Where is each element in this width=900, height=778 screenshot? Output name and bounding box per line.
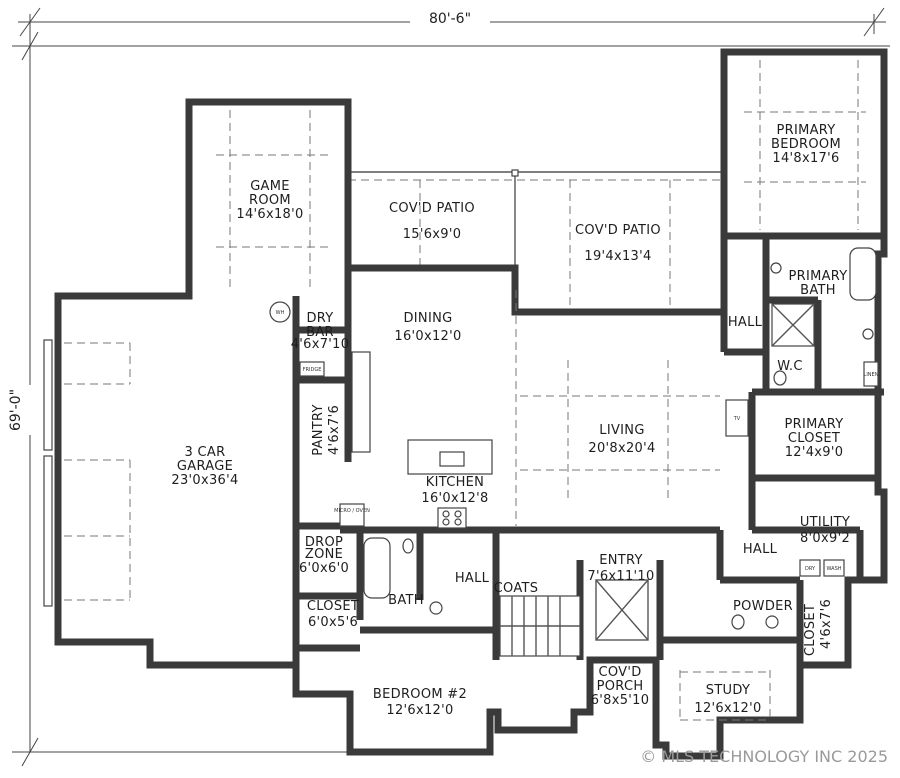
covd-porch-name-2: PORCH <box>597 679 644 694</box>
primary-bedroom-size: 14'8x17'6 <box>772 151 839 166</box>
overall-depth-dimension: 69'-0" <box>8 389 24 431</box>
utility-name: UTILITY <box>800 515 850 530</box>
covd-patio-2-size: 19'4x13'4 <box>584 249 651 264</box>
covd-patio-1-size: 15'6x9'0 <box>403 227 462 242</box>
drop-zone-name-1: DROP <box>305 535 343 550</box>
garage-name-1: 3 CAR <box>185 445 226 460</box>
game-room-size: 14'6x18'0 <box>236 207 303 222</box>
covd-patio-1-name: COV'D PATIO <box>389 201 475 216</box>
linen-closet <box>863 361 879 387</box>
range <box>437 507 467 529</box>
kitchen-name: KITCHEN <box>426 475 484 490</box>
hall-bath: HALL <box>455 571 490 586</box>
powder-name: POWDER <box>733 599 793 614</box>
primary-bath-name-1: PRIMARY <box>788 269 847 284</box>
closet-2-size: 4'6x7'6 <box>819 599 834 649</box>
covd-porch-name-1: COV'D <box>598 665 641 680</box>
hall-primary: HALL <box>728 315 763 330</box>
bar-counter <box>351 351 371 453</box>
dry-bar-name-2: BAR <box>306 325 334 340</box>
study-size: 12'6x12'0 <box>694 701 761 716</box>
kitchen-size: 16'0x12'8 <box>421 491 488 506</box>
drop-zone-size: 6'0x6'0 <box>299 561 349 576</box>
drop-zone-name-2: ZONE <box>305 547 343 562</box>
primary-bedroom-name-2: BEDROOM <box>771 137 841 152</box>
water-heater-label: WH <box>276 310 285 316</box>
game-room-name-2: ROOM <box>249 193 291 208</box>
bedroom2-size: 12'6x12'0 <box>386 703 453 718</box>
closet-2-name: CLOSET <box>803 604 818 656</box>
primary-bath-name-2: BATH <box>800 283 836 298</box>
wc: W.C <box>777 359 802 374</box>
toilet-bath <box>402 538 414 554</box>
closet-1-name: CLOSET <box>307 599 359 614</box>
hall-utility: HALL <box>743 542 778 557</box>
watermark: © MLS TECHNOLOGY INC 2025 <box>640 747 888 766</box>
kitchen-sink <box>439 451 465 467</box>
garage-name-2: GARAGE <box>177 459 233 474</box>
study-name: STUDY <box>706 683 750 698</box>
primary-closet-name-1: PRIMARY <box>784 417 843 432</box>
living-size: 20'8x20'4 <box>588 441 655 456</box>
dining-size: 16'0x12'0 <box>394 329 461 344</box>
dry-bar-size: 4'6x7'10 <box>291 337 350 352</box>
primary-closet-size: 12'4x9'0 <box>785 445 844 460</box>
freestanding-tub <box>849 247 877 301</box>
bath-sink <box>429 601 443 615</box>
pantry-size: 4'6x7'6 <box>327 405 342 455</box>
entry-size: 7'6x11'10 <box>587 569 654 584</box>
game-room-name-1: GAME <box>250 179 290 194</box>
linen-label: LINEN <box>864 372 879 378</box>
toilet-powder <box>731 614 745 630</box>
toilet-wc <box>773 370 787 386</box>
entry-name: ENTRY <box>599 553 643 568</box>
utility-size: 8'0x9'2 <box>800 531 850 546</box>
powder-sink <box>765 615 779 629</box>
tv-label: TV <box>733 416 741 422</box>
closet-1-size: 6'0x5'6 <box>308 615 358 630</box>
fridge-label: FRIDGE <box>303 367 322 373</box>
micro-oven-label: MICRO / OVEN <box>334 508 370 514</box>
primary-closet-name-2: CLOSET <box>788 431 840 446</box>
bathtub <box>363 537 391 599</box>
fixtures: MICRO / OVEN FRIDGE WH LINEN DRY WASH TV <box>43 247 879 657</box>
fireplace <box>725 399 749 437</box>
primary-bedroom-name-1: PRIMARY <box>776 123 835 138</box>
covd-porch-size: 6'8x5'10 <box>591 693 650 708</box>
living-name: LIVING <box>599 423 644 438</box>
dryer <box>799 559 821 577</box>
coats: COATS <box>494 581 539 596</box>
stairs <box>499 595 581 657</box>
bedroom2-name: BEDROOM #2 <box>373 687 467 702</box>
bath-name: BATH <box>388 593 424 608</box>
dryer-label: DRY <box>805 566 816 572</box>
primary-bath-sink-2 <box>862 328 874 340</box>
water-heater <box>269 301 291 323</box>
ceiling-dashes <box>64 60 866 721</box>
washer-label: WASH <box>826 566 841 572</box>
fridge <box>299 361 325 377</box>
covd-patio-2-name: COV'D PATIO <box>575 223 661 238</box>
garage-door-2 <box>43 455 53 607</box>
garage-size: 23'0x36'4 <box>171 473 238 488</box>
washer <box>823 559 845 577</box>
dining-name: DINING <box>403 311 452 326</box>
primary-bath-sink-1 <box>770 262 782 274</box>
dimension-lines <box>12 7 890 767</box>
room-labels: GAME ROOM 14'6x18'0 COV'D PATIO 15'6x9'0… <box>171 123 850 718</box>
micro-oven <box>339 503 365 527</box>
garage-door-1 <box>43 339 53 451</box>
dry-bar-name-1: DRY <box>306 311 333 326</box>
pantry-name: PANTRY <box>311 404 326 456</box>
overall-width-dimension: 80'-6" <box>429 11 471 27</box>
